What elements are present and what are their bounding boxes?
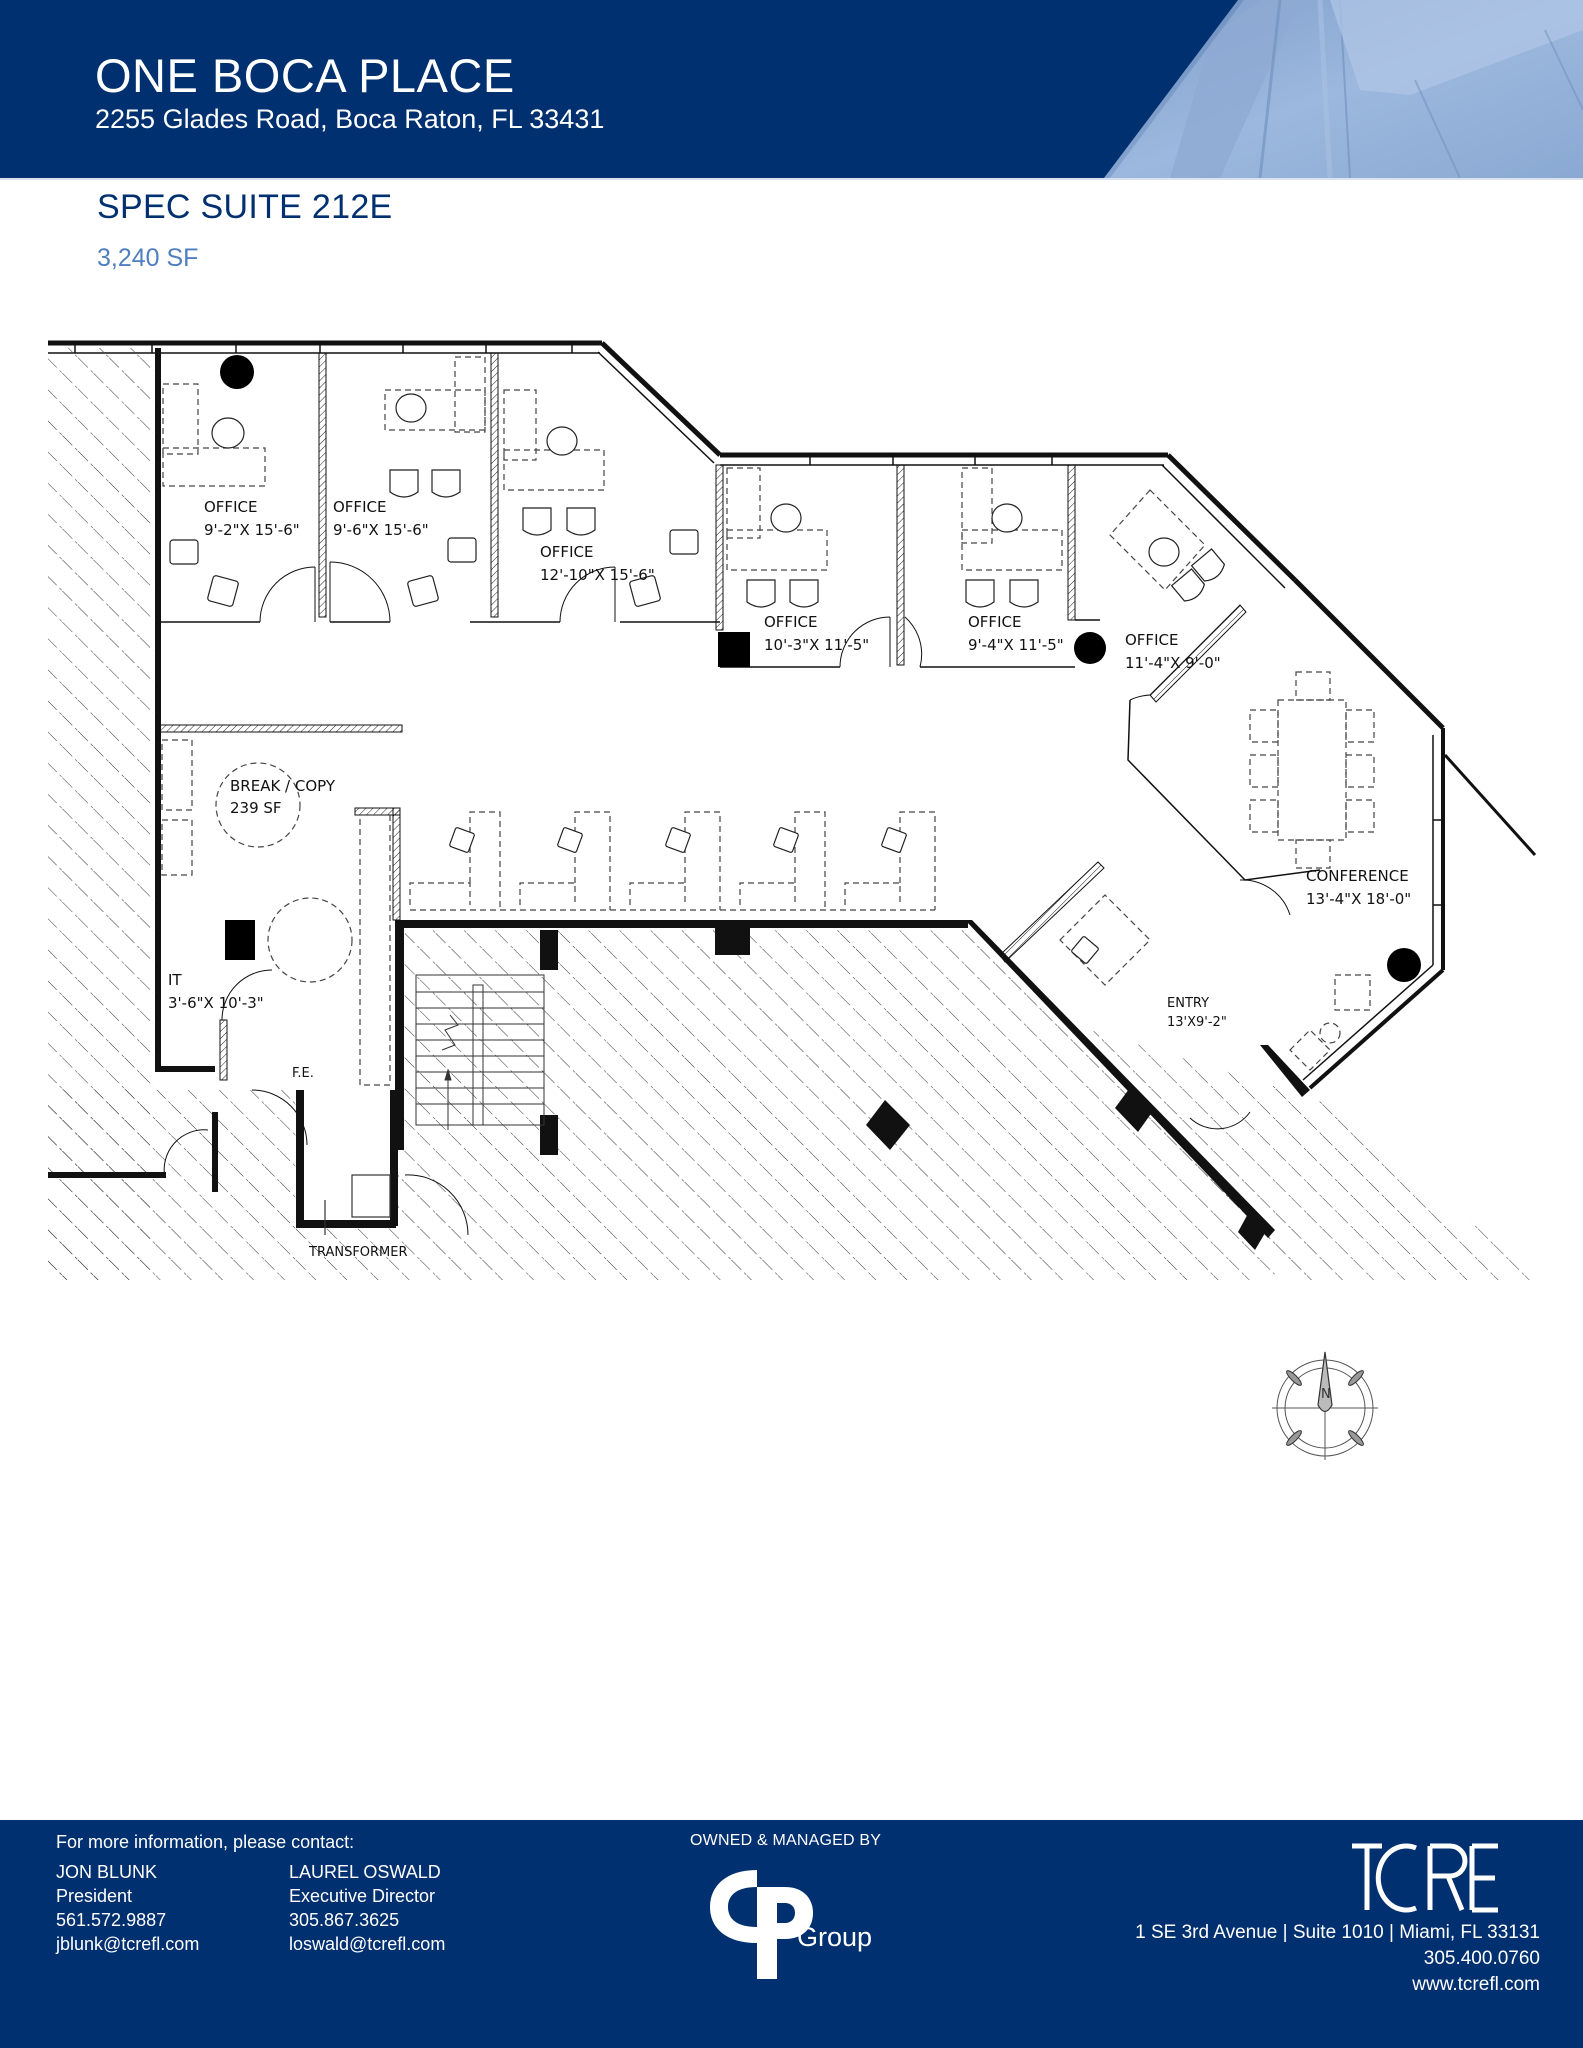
room-dims-office-4: 10'-3"X 11'-5": [764, 636, 869, 654]
columns: [220, 355, 1421, 982]
room-dims-it: 3'-6"X 10'-3": [168, 994, 264, 1012]
contact-card-jon-blunk: JON BLUNK President 561.572.9887 jblunk@…: [56, 1860, 199, 1956]
building-title: ONE BOCA PLACE: [95, 49, 515, 102]
structural-walls: [48, 348, 1310, 1250]
north-arrow-icon: N: [1272, 1351, 1378, 1460]
room-label-it: IT: [168, 971, 182, 989]
tcre-phone[interactable]: 305.400.0760: [1423, 1948, 1540, 1969]
stairwell: [415, 974, 545, 1130]
room-label-office-3: OFFICE: [540, 543, 593, 561]
cp-group-logo: [710, 1870, 813, 1979]
room-dims-office-1: 9'-2"X 15'-6": [204, 521, 300, 539]
footer: For more information, please contact: JO…: [0, 1820, 1583, 2048]
contact-card-laurel-oswald: LAUREL OSWALD Executive Director 305.867…: [289, 1860, 445, 1956]
floor-plan: OFFICE 9'-2"X 15'-6" OFFICE 9'-6"X 15'-6…: [48, 340, 1537, 1280]
header-divider: [0, 178, 1583, 180]
tcre-address: 1 SE 3rd Avenue | Suite 1010 | Miami, FL…: [1135, 1922, 1540, 1943]
contact-title: Executive Director: [289, 1886, 436, 1906]
header-banner: ONE BOCA PLACE 2255 Glades Road, Boca Ra…: [0, 0, 1583, 178]
partition-walls: [159, 352, 1247, 1081]
owned-managed-label: OWNED & MANAGED BY: [690, 1832, 882, 1849]
door-swings: [163, 561, 1291, 1236]
contact-name: LAUREL OSWALD: [289, 1862, 441, 1882]
room-dims-conference: 13'-4"X 18'-0": [1306, 890, 1411, 908]
room-label-office-6: OFFICE: [1125, 631, 1178, 649]
room-dims-break-copy: 239 SF: [230, 799, 282, 817]
fire-extinguisher-label: F.E.: [292, 1066, 314, 1081]
exterior-window-wall: [48, 340, 1537, 1090]
building-address: 2255 Glades Road, Boca Raton, FL 33431: [95, 104, 605, 134]
room-label-office-1: OFFICE: [204, 498, 257, 516]
contact-phone[interactable]: 305.867.3625: [289, 1910, 400, 1930]
contact-title: President: [56, 1886, 133, 1906]
transformer-equipment: [324, 1174, 391, 1235]
room-dims-entry: 13'X9'-2": [1167, 1015, 1227, 1030]
contact-name: JON BLUNK: [56, 1862, 158, 1882]
room-label-office-4: OFFICE: [764, 613, 817, 631]
room-label-conference: CONFERENCE: [1306, 867, 1409, 885]
contact-intro: For more information, please contact:: [56, 1832, 355, 1852]
room-dims-office-2: 9'-6"X 15'-6": [333, 521, 429, 539]
room-label-entry: ENTRY: [1167, 996, 1209, 1011]
room-dims-office-3: 12'-10"X 15'-6": [540, 566, 655, 584]
building-photo-image: [1104, 0, 1583, 178]
contact-phone[interactable]: 561.572.9887: [56, 1910, 167, 1930]
suite-area: 3,240 SF: [97, 244, 199, 272]
room-label-office-2: OFFICE: [333, 498, 386, 516]
transformer-label: TRANSFORMER: [308, 1245, 408, 1260]
tcre-website-link[interactable]: www.tcrefl.com: [1412, 1974, 1540, 1995]
room-dims-office-6: 11'-4"X 9'-0": [1125, 654, 1221, 672]
svg-text:N: N: [1321, 1387, 1331, 1402]
tcre-logo: [1352, 1843, 1498, 1913]
cp-group-logo-text: Group: [797, 1922, 873, 1952]
suite-title: SPEC SUITE 212E: [97, 188, 393, 226]
contact-email[interactable]: jblunk@tcrefl.com: [56, 1934, 200, 1954]
contact-email[interactable]: loswald@tcrefl.com: [289, 1934, 446, 1954]
room-label-break-copy: BREAK / COPY: [230, 777, 336, 795]
room-label-office-5: OFFICE: [968, 613, 1021, 631]
suite-interior: [160, 348, 1440, 1225]
room-labels: OFFICE 9'-2"X 15'-6" OFFICE 9'-6"X 15'-6…: [168, 498, 1411, 1260]
chairs: [169, 393, 1226, 964]
hatched-common-areas: [48, 348, 1530, 1280]
room-dims-office-5: 9'-4"X 11'-5": [968, 636, 1064, 654]
